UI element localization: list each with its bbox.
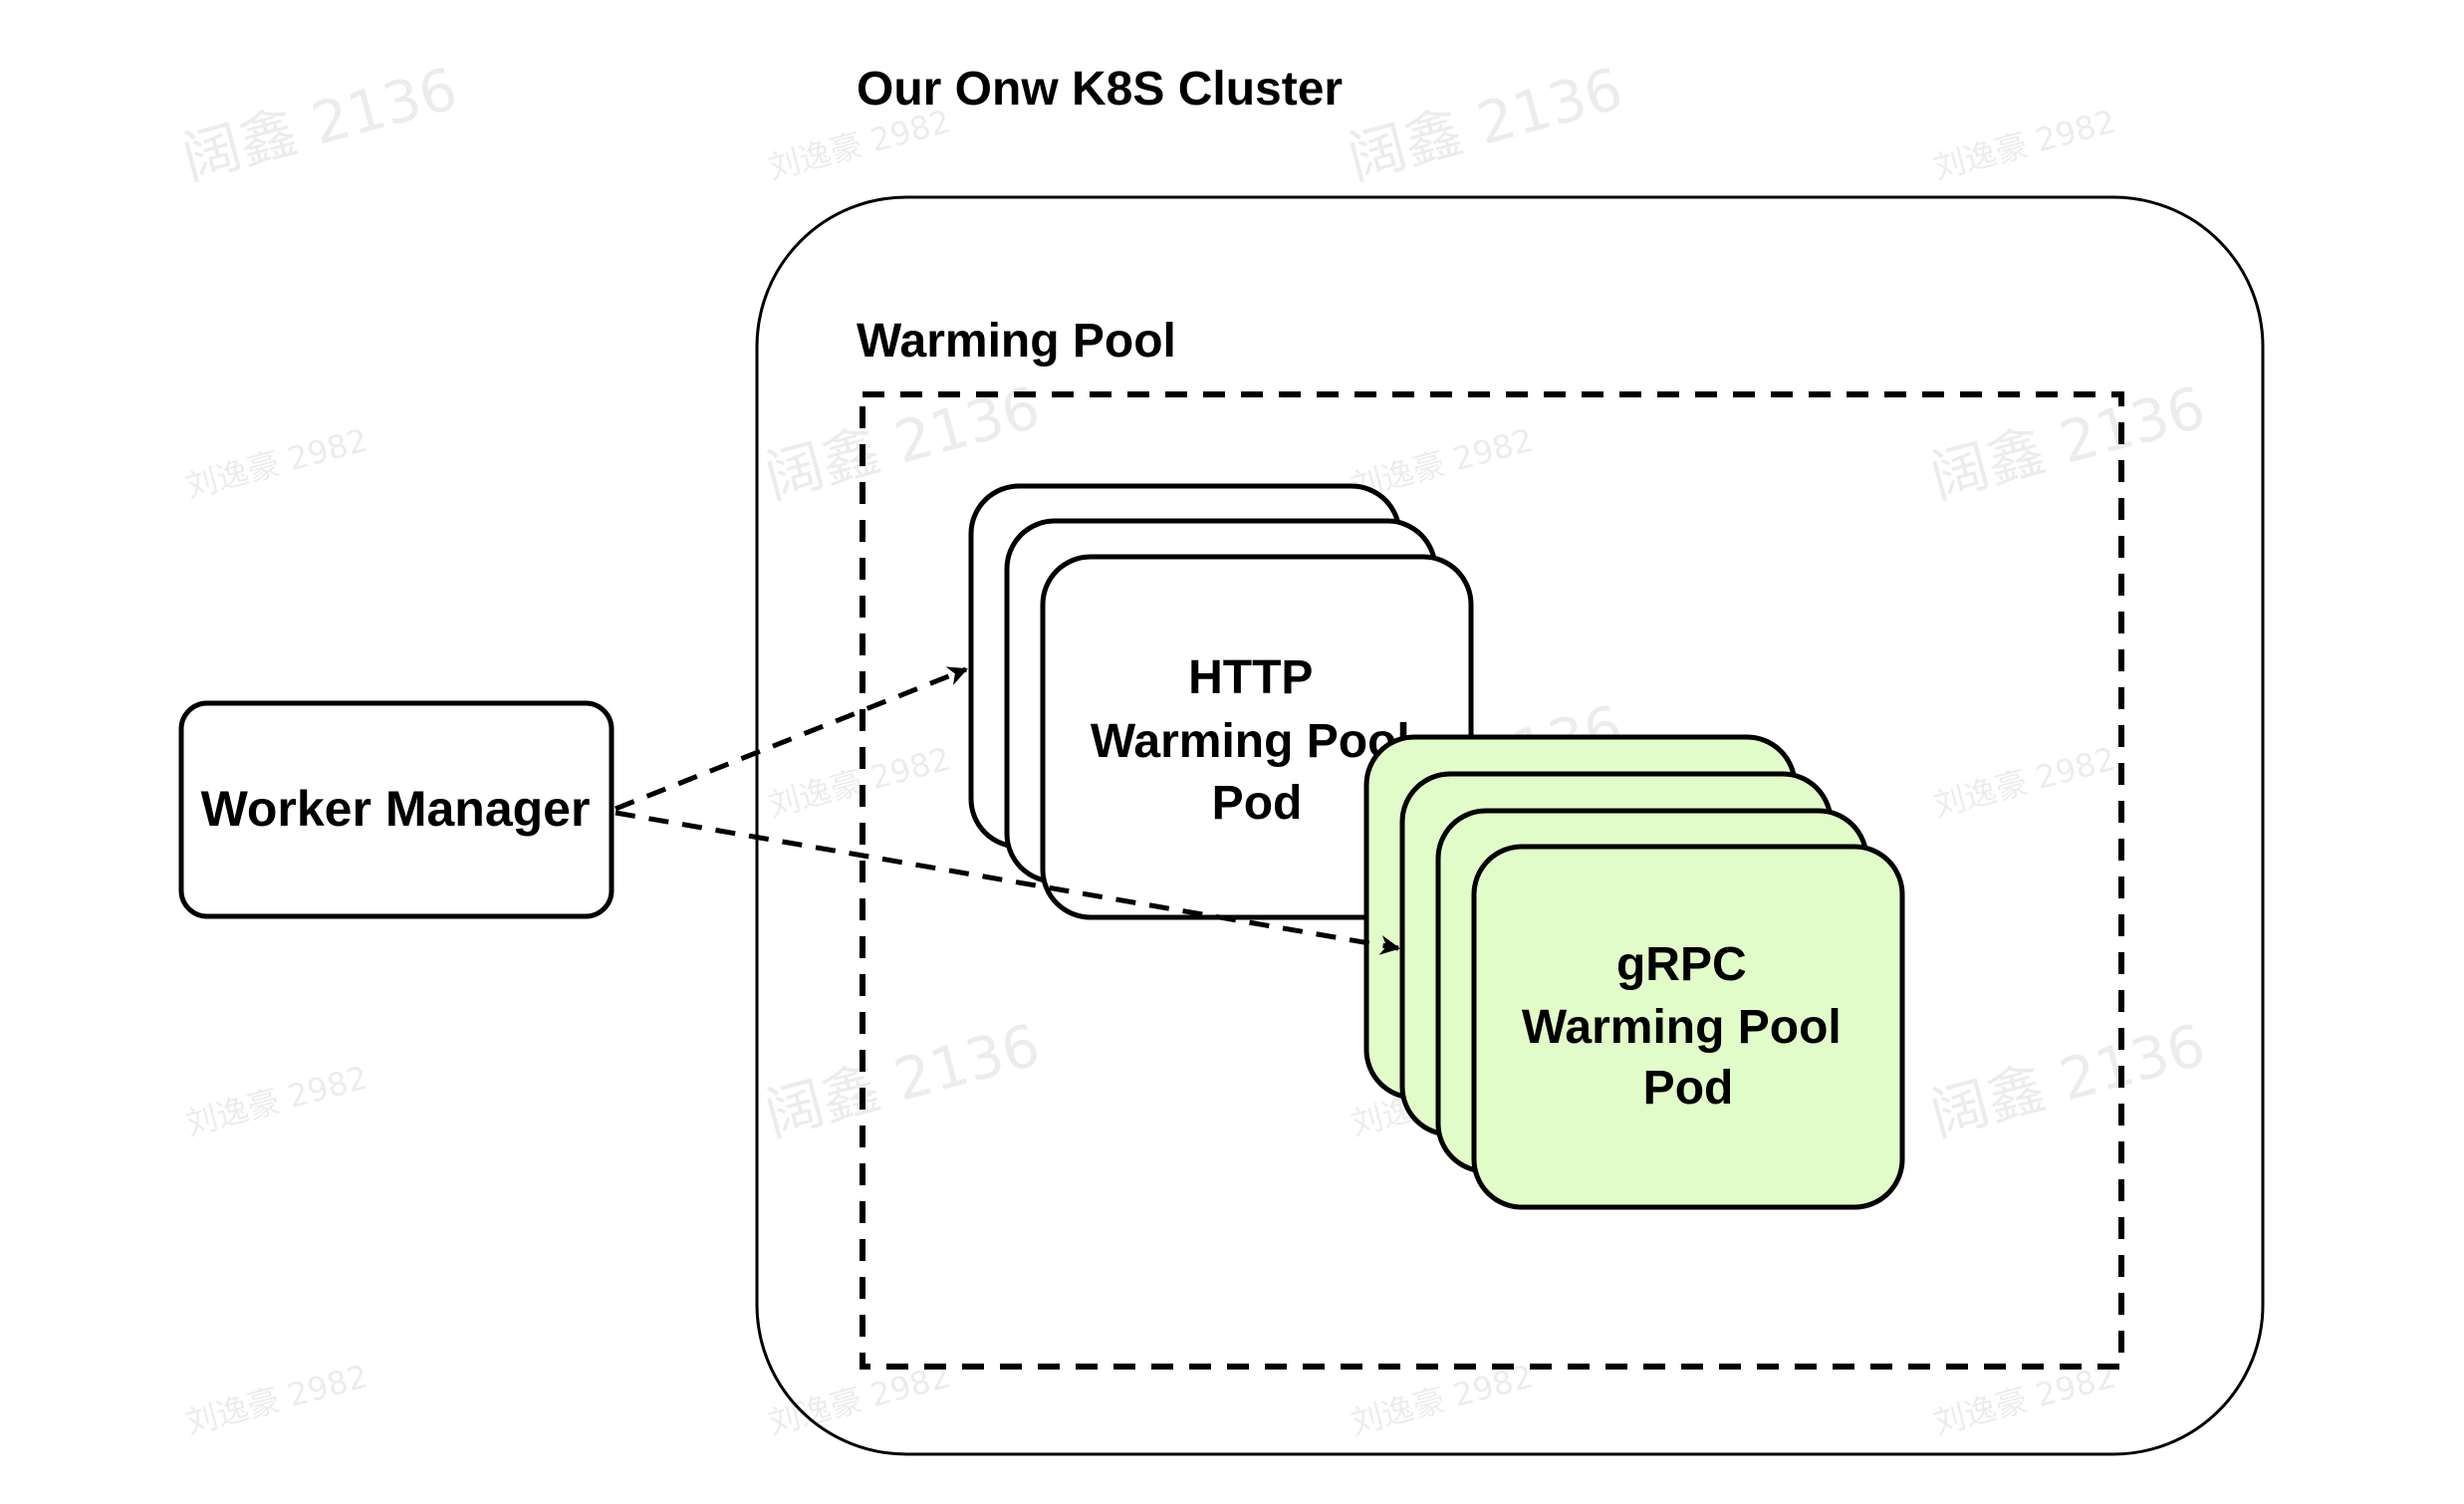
warming-pool-title: Warming Pool — [857, 315, 1176, 368]
warming-pool-boundary — [860, 391, 2124, 1370]
cluster-boundary — [755, 195, 2265, 1456]
grpc-pod-line-1: gRPC — [1616, 938, 1747, 991]
worker-manager-box — [178, 700, 615, 919]
cluster-title: Our Onw K8S Cluster — [857, 63, 1343, 116]
watermark-text: 阔鑫 2136 — [1923, 1011, 2212, 1149]
watermark-text: 刘逸豪 2982 — [181, 1058, 371, 1142]
grpc-pod-line-2: Warming Pool — [1522, 1001, 1842, 1054]
watermark-text: 刘逸豪 2982 — [1929, 1357, 2119, 1441]
watermark-text: 刘逸豪 2982 — [181, 1357, 371, 1441]
watermark-text: 刘逸豪 2982 — [181, 420, 371, 505]
grpc-pod-front — [1471, 844, 1905, 1210]
watermark-text: 刘逸豪 2982 — [1347, 1357, 1537, 1441]
arrow-to-grpc-pod — [615, 810, 1400, 955]
watermark-text: 刘逸豪 2982 — [764, 739, 954, 824]
grpc-pod-stack: gRPC Warming Pool Pod — [1363, 734, 1905, 1210]
http-pod-line-2: Warming Pool — [1091, 715, 1410, 768]
http-pod-stack: HTTP Warming Pool Pod — [968, 483, 1474, 920]
watermark-text: 阔鑫 2136 — [175, 55, 464, 193]
http-pod-label: HTTP Warming Pool Pod — [1091, 651, 1423, 830]
worker-manager-label: Worker Manager — [201, 781, 591, 837]
grpc-pod-line-3: Pod — [1643, 1062, 1734, 1115]
grpc-pod-label: gRPC Warming Pool Pod — [1522, 938, 1854, 1115]
watermark-text: 刘逸豪 2982 — [1929, 102, 2119, 186]
http-pod-line-1: HTTP — [1188, 651, 1312, 704]
watermark-text: 阔鑫 2136 — [758, 1011, 1047, 1149]
watermark-text: 阔鑫 2136 — [1341, 55, 1629, 193]
arrow-to-http-pod — [615, 666, 968, 812]
watermark-text: 刘逸豪 2982 — [1929, 739, 2119, 824]
http-pod-line-3: Pod — [1212, 777, 1303, 830]
